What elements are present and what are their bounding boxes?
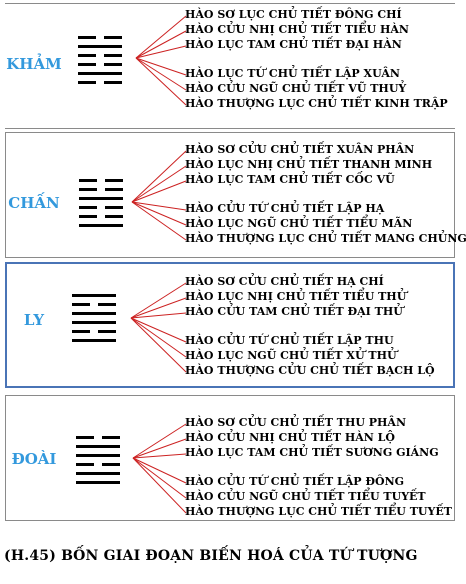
hexagram-kham-line-1-yin-2 <box>104 36 122 39</box>
line-label-doai-3: HÀO LỤC TAM CHỦ TIẾT SƯƠNG GIÁNG <box>185 446 439 459</box>
hexagram-ly-line-2-yin-2 <box>98 303 116 306</box>
connector-kham-5 <box>135 57 187 91</box>
hexagram-chan-line-4-yin-2 <box>105 206 123 209</box>
line-label-chan-6: HÀO THƯỢNG LỤC CHỦ TIẾT MANG CHỦNG <box>185 232 466 245</box>
hexagram-ly-line-5-yin-1 <box>72 330 90 333</box>
connector-kham-6 <box>135 57 187 106</box>
hexagram-chan-line-6-yang <box>79 224 123 227</box>
hexagram-chan-line-2-yin-2 <box>105 188 123 191</box>
hexagram-doai-line-2-yang <box>76 445 120 448</box>
panel-doai <box>5 395 455 521</box>
connector-kham-2 <box>135 30 187 59</box>
hexagram-kham-line-4-yin-2 <box>104 63 122 66</box>
line-label-kham-2: HÀO CỬU NHỊ CHỦ TIẾT TIỂU HÀN <box>185 23 409 36</box>
line-label-ly-6: HÀO THƯỢNG CỬU CHỦ TIẾT BẠCH LỘ <box>185 364 435 377</box>
hexagram-doai-line-1-yin-1 <box>76 436 94 439</box>
connector-doai-5 <box>132 457 187 499</box>
line-label-doai-5: HÀO CỬU NGŨ CHỦ TIẾT TIỂU TUYẾT <box>185 490 426 503</box>
line-label-doai-1: HÀO SƠ CỬU CHỦ TIẾT THU PHÂN <box>185 416 407 429</box>
line-label-doai-2: HÀO CỬU NHỊ CHỦ TIẾT HÀN LỘ <box>185 431 395 444</box>
hexagram-ly-line-1-yang <box>72 294 116 297</box>
line-label-ly-1: HÀO SƠ CỬU CHỦ TIẾT HẠ CHÍ <box>185 275 384 288</box>
connector-doai-3 <box>132 453 187 459</box>
connector-chan-5 <box>131 201 187 226</box>
connector-chan-2 <box>131 165 187 203</box>
connector-chan-4 <box>131 201 187 211</box>
hexagram-ly-line-4-yang <box>72 321 116 324</box>
connector-ly-2 <box>130 297 187 319</box>
line-label-kham-4: HÀO LỤC TỨ CHỦ TIẾT LẬP XUÂN <box>185 67 400 80</box>
hexagram-ly-line-3-yang <box>72 312 116 315</box>
line-label-doai-4: HÀO CỬU TỨ CHỦ TIẾT LẬP ĐÔNG <box>185 475 405 488</box>
connector-kham-4 <box>135 57 187 76</box>
hexagram-kham-line-3-yin-2 <box>104 54 122 57</box>
connector-kham-1 <box>135 15 187 59</box>
line-label-chan-2: HÀO LỤC NHỊ CHỦ TIẾT THANH MINH <box>185 158 433 171</box>
line-label-chan-5: HÀO LỤC NGŨ CHỦ TIẾT TIỂU MÃN <box>185 217 413 230</box>
group-name-chan: CHẤN <box>8 194 60 212</box>
connector-chan-6 <box>131 201 187 241</box>
line-label-kham-3: HÀO LỤC TAM CHỦ TIẾT ĐẠI HÀN <box>185 38 402 51</box>
connector-ly-5 <box>130 317 187 358</box>
hexagram-kham-line-6-yin-2 <box>104 81 122 84</box>
line-label-chan-4: HÀO CỬU TỨ CHỦ TIẾT LẬP HẠ <box>185 202 385 215</box>
hexagram-kham-line-3-yin-1 <box>78 54 96 57</box>
hexagram-kham-line-1-yin-1 <box>78 36 96 39</box>
hexagram-chan-line-2-yin-1 <box>79 188 97 191</box>
connector-doai-2 <box>132 438 187 459</box>
panel-ly <box>5 262 455 388</box>
connector-ly-6 <box>130 317 187 373</box>
hexagram-ly-line-2-yin-1 <box>72 303 90 306</box>
line-label-kham-6: HÀO THƯỢNG LỤC CHỦ TIẾT KINH TRẬP <box>185 97 448 110</box>
hexagram-chan-line-1-yin-2 <box>105 179 123 182</box>
hexagram-chan-line-3-yang <box>79 197 123 200</box>
hexagram-chan-line-4-yin-1 <box>79 206 97 209</box>
line-label-kham-5: HÀO CỬU NGŨ CHỦ TIẾT VŨ THUỶ <box>185 82 407 95</box>
line-label-ly-3: HÀO CỬU TAM CHỦ TIẾT ĐẠI THỬ <box>185 305 403 318</box>
hexagram-doai-line-4-yin-2 <box>102 463 120 466</box>
group-name-kham: KHẢM <box>6 55 62 73</box>
hexagram-doai-line-5-yang <box>76 472 120 475</box>
line-label-chan-3: HÀO LỤC TAM CHỦ TIẾT CỐC VŨ <box>185 173 395 186</box>
hexagram-ly-line-6-yang <box>72 339 116 342</box>
figure-caption: (H.45) BỐN GIAI ĐOẠN BIẾN HOÁ CỦA TỨ TƯỢ… <box>4 548 418 564</box>
connector-ly-1 <box>130 282 187 319</box>
panel-kham <box>5 3 455 129</box>
hexagram-kham-line-6-yin-1 <box>78 81 96 84</box>
hexagram-doai-line-3-yang <box>76 454 120 457</box>
line-label-ly-5: HÀO LỤC NGŨ CHỦ TIẾT XỬ THỬ <box>185 349 397 362</box>
hexagram-doai-line-6-yang <box>76 481 120 484</box>
connector-doai-4 <box>132 457 187 484</box>
hexagram-chan-line-1-yin-1 <box>79 179 97 182</box>
hexagram-kham-line-2-yang <box>78 45 122 48</box>
hexagram-chan-line-5-yin-2 <box>105 215 123 218</box>
hexagram-chan-line-5-yin-1 <box>79 215 97 218</box>
hexagram-kham-line-5-yang <box>78 72 122 75</box>
connector-doai-6 <box>132 457 187 514</box>
hexagram-doai-line-1-yin-2 <box>102 436 120 439</box>
hexagram-kham-line-4-yin-1 <box>78 63 96 66</box>
line-label-doai-6: HÀO THƯỢNG LỤC CHỦ TIẾT TIỂU TUYẾT <box>185 505 452 518</box>
connector-kham-3 <box>135 45 187 59</box>
connector-ly-3 <box>130 312 187 319</box>
hexagram-doai-line-4-yin-1 <box>76 463 94 466</box>
connector-doai-1 <box>132 423 187 459</box>
line-label-ly-2: HÀO LỤC NHỊ CHỦ TIẾT TIỂU THỬ <box>185 290 407 303</box>
connector-ly-4 <box>130 317 187 343</box>
panel-chan <box>5 132 455 258</box>
connector-chan-1 <box>131 150 187 203</box>
connector-chan-3 <box>131 180 187 203</box>
hexagram-ly-line-5-yin-2 <box>98 330 116 333</box>
group-name-doai: ĐOÀI <box>11 450 57 468</box>
line-label-ly-4: HÀO CỬU TỨ CHỦ TIẾT LẬP THU <box>185 334 394 347</box>
line-label-chan-1: HÀO SƠ CỬU CHỦ TIẾT XUÂN PHÂN <box>185 143 415 156</box>
line-label-kham-1: HÀO SƠ LỤC CHỦ TIẾT ĐÔNG CHÍ <box>185 8 402 21</box>
group-name-ly: LY <box>23 311 45 329</box>
